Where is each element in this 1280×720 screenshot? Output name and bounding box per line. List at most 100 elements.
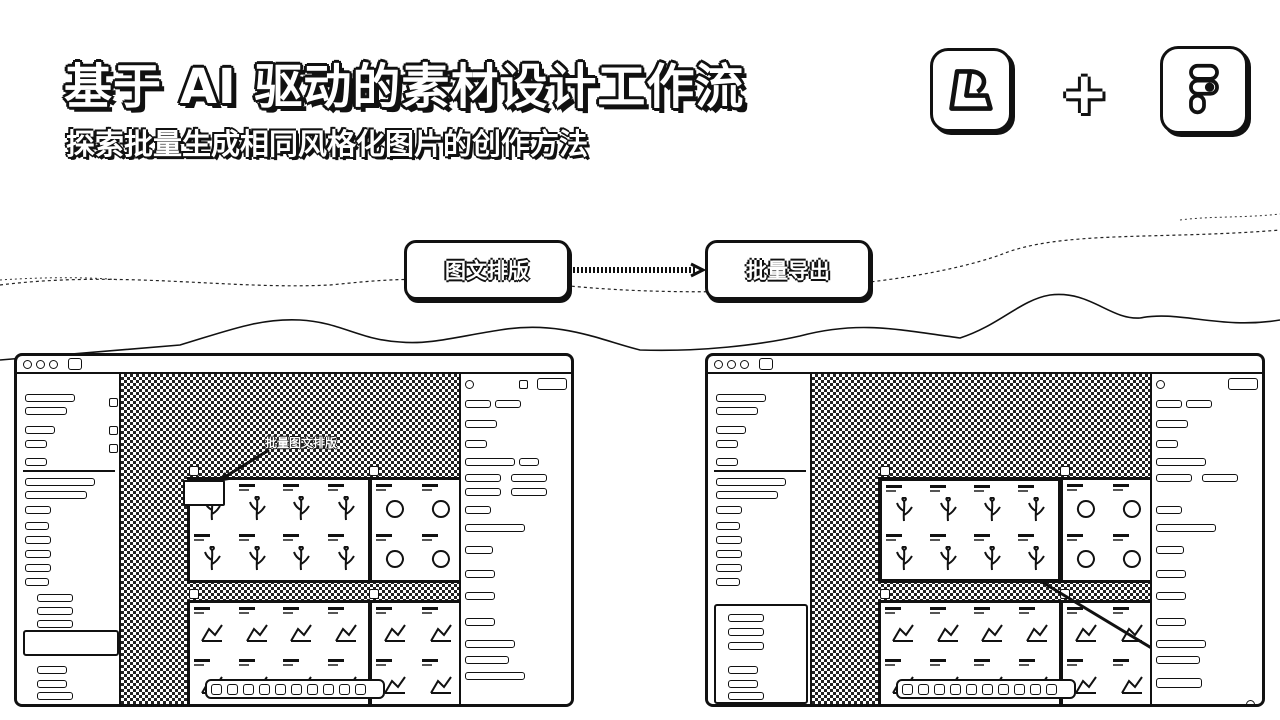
layer-row[interactable] — [716, 394, 766, 402]
plugin-icon[interactable] — [307, 683, 318, 695]
share-icon[interactable] — [1046, 683, 1057, 695]
position-field[interactable] — [1202, 474, 1238, 482]
layer-row[interactable] — [25, 578, 49, 586]
component-icon[interactable] — [323, 683, 334, 695]
position-field[interactable] — [465, 474, 501, 482]
panel-toggle-icon[interactable] — [109, 398, 118, 407]
text-tool-icon[interactable] — [966, 683, 977, 695]
add-page-icon[interactable] — [109, 444, 118, 453]
layer-row[interactable] — [37, 666, 67, 674]
design-tab[interactable] — [1156, 400, 1182, 408]
layer-row[interactable] — [716, 458, 738, 466]
layer-row[interactable] — [716, 426, 746, 434]
layer-row[interactable] — [716, 578, 740, 586]
selected-layer-group[interactable] — [714, 604, 808, 704]
align-controls[interactable] — [465, 458, 515, 466]
comment-tool-icon[interactable] — [982, 683, 993, 695]
layer-row[interactable] — [728, 680, 758, 688]
layer-row[interactable] — [728, 642, 764, 650]
artboard-icons[interactable] — [369, 477, 467, 583]
search-icon[interactable] — [109, 426, 118, 435]
help-icon[interactable] — [1246, 700, 1255, 704]
align-controls[interactable] — [519, 458, 539, 466]
share-button[interactable] — [1228, 378, 1258, 390]
position-field[interactable] — [1156, 474, 1192, 482]
layer-row[interactable] — [716, 478, 786, 486]
effects-section[interactable] — [1156, 618, 1186, 626]
text-tool-icon[interactable] — [275, 683, 286, 695]
layer-row[interactable] — [25, 478, 95, 486]
pen-tool-icon[interactable] — [259, 683, 270, 695]
fill-section[interactable] — [465, 570, 495, 578]
component-icon[interactable] — [1014, 683, 1025, 695]
size-field[interactable] — [465, 488, 501, 496]
window-dot-icon[interactable] — [36, 359, 45, 369]
export-row[interactable] — [465, 672, 525, 680]
layer-row[interactable] — [37, 620, 73, 628]
layer-row[interactable] — [716, 407, 758, 415]
frame-tool-icon[interactable] — [918, 683, 929, 695]
layout-field[interactable] — [465, 524, 525, 532]
shape-tool-icon[interactable] — [934, 683, 945, 695]
window-dot-icon[interactable] — [714, 359, 723, 369]
file-tab[interactable] — [68, 358, 82, 370]
pen-tool-icon[interactable] — [950, 683, 961, 695]
layer-row[interactable] — [25, 407, 67, 415]
layer-row[interactable] — [25, 550, 51, 558]
layer-row[interactable] — [716, 522, 740, 530]
frame-tool-icon[interactable] — [227, 683, 238, 695]
layer-row[interactable] — [25, 506, 51, 514]
selected-layer[interactable] — [23, 630, 119, 656]
layout-field[interactable] — [1156, 524, 1216, 532]
layer-row[interactable] — [37, 607, 73, 615]
layer-row[interactable] — [37, 692, 73, 700]
effects-section[interactable] — [465, 618, 495, 626]
share-button[interactable] — [537, 378, 567, 390]
layer-row[interactable] — [25, 458, 47, 466]
plugin-icon[interactable] — [998, 683, 1009, 695]
align-controls[interactable] — [1156, 458, 1206, 466]
layer-row[interactable] — [25, 440, 47, 448]
layer-row[interactable] — [716, 491, 778, 499]
fill-section[interactable] — [1156, 570, 1186, 578]
step-layout-button[interactable]: 图文排版 — [404, 240, 570, 300]
layer-row[interactable] — [728, 628, 764, 636]
layer-row[interactable] — [716, 564, 742, 572]
layer-row[interactable] — [716, 440, 738, 448]
dev-mode-icon[interactable] — [1030, 683, 1041, 695]
layer-row[interactable] — [716, 550, 742, 558]
export-row[interactable] — [1156, 656, 1200, 664]
window-dot-icon[interactable] — [49, 359, 58, 369]
layer-row[interactable] — [37, 594, 73, 602]
layer-row[interactable] — [716, 506, 742, 514]
layer-row[interactable] — [25, 536, 51, 544]
layer-row[interactable] — [25, 394, 75, 402]
layer-row[interactable] — [728, 666, 758, 674]
window-dot-icon[interactable] — [740, 359, 749, 369]
text-layer-highlight[interactable] — [183, 480, 225, 506]
position-field[interactable] — [511, 474, 547, 482]
layer-row[interactable] — [716, 536, 742, 544]
export-section[interactable] — [465, 640, 515, 648]
step-export-button[interactable]: 批量导出 — [705, 240, 871, 300]
comment-tool-icon[interactable] — [291, 683, 302, 695]
share-icon[interactable] — [355, 683, 366, 695]
export-row[interactable] — [465, 656, 509, 664]
dev-mode-icon[interactable] — [339, 683, 350, 695]
window-dot-icon[interactable] — [727, 359, 736, 369]
prototype-tab[interactable] — [495, 400, 521, 408]
play-icon[interactable] — [519, 380, 528, 389]
stroke-section[interactable] — [465, 592, 495, 600]
layer-row[interactable] — [25, 564, 51, 572]
layer-row[interactable] — [728, 692, 764, 700]
stroke-section[interactable] — [1156, 592, 1186, 600]
size-field[interactable] — [511, 488, 547, 496]
shape-tool-icon[interactable] — [243, 683, 254, 695]
layer-row[interactable] — [728, 614, 764, 622]
artboard-icons[interactable] — [1060, 477, 1158, 583]
move-tool-icon[interactable] — [211, 683, 222, 695]
prototype-tab[interactable] — [1186, 400, 1212, 408]
move-tool-icon[interactable] — [902, 683, 913, 695]
layer-row[interactable] — [25, 522, 49, 530]
layer-row[interactable] — [25, 491, 87, 499]
